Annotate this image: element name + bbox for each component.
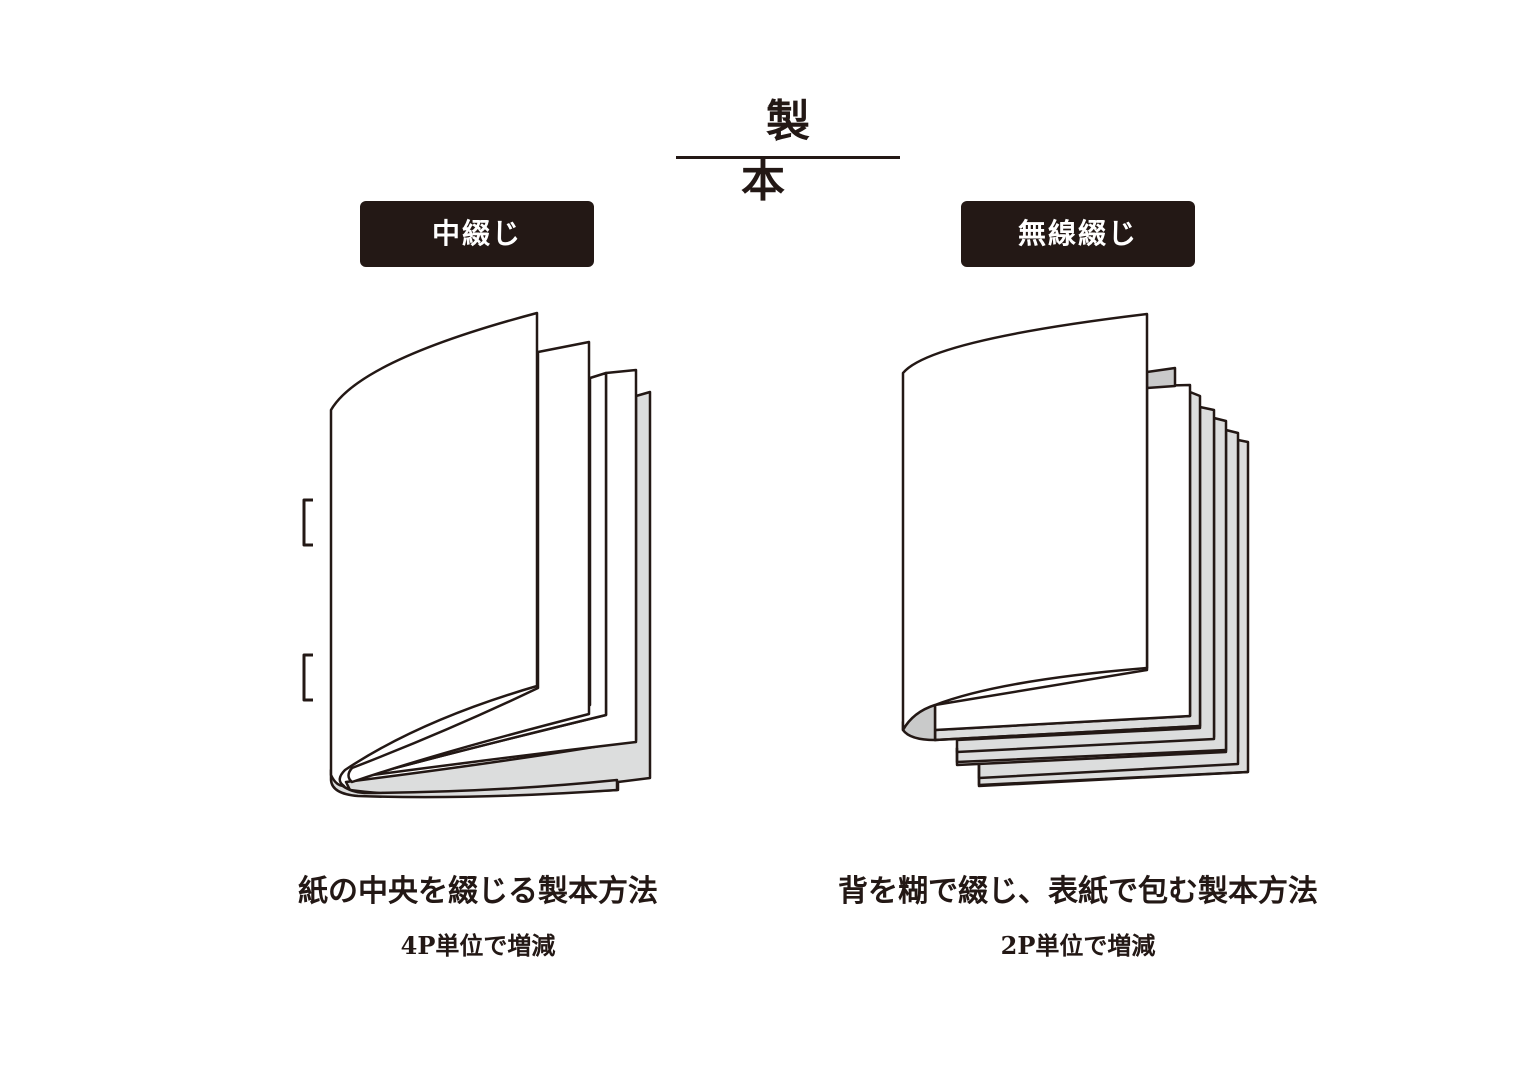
title-underline: [676, 156, 900, 159]
saddle-stitch-page-increment: 4P単位で増減: [400, 931, 556, 960]
booklet-front-page: [329, 311, 539, 788]
staple-top-icon: [302, 498, 313, 547]
book-bottom-edge-1: [955, 748, 1227, 764]
saddle-stitch-description: 紙の中央を綴じる製本方法: [298, 874, 658, 909]
book-spine-shade: [1145, 366, 1177, 390]
perfect-binding-page-increment: 2P単位で増減: [1000, 931, 1156, 960]
book-bottom-edge-2: [977, 765, 1249, 788]
perfect-binding-label: 無線綴じ: [961, 201, 1195, 267]
booklet-inner-page-2: [347, 340, 591, 784]
perfect-binding-book-icon: [901, 312, 1250, 788]
staple-bottom-icon: [302, 653, 313, 702]
saddle-stitch-label: 中綴じ: [360, 201, 594, 267]
booklet-fold-shade: [329, 768, 619, 799]
page-title: 製 本: [741, 96, 954, 207]
saddle-stitch-booklet-icon: [302, 311, 652, 799]
perfect-binding-description: 背を糊で綴じ、表紙で包む製本方法: [838, 874, 1318, 909]
book-front-cover: [901, 312, 1149, 732]
